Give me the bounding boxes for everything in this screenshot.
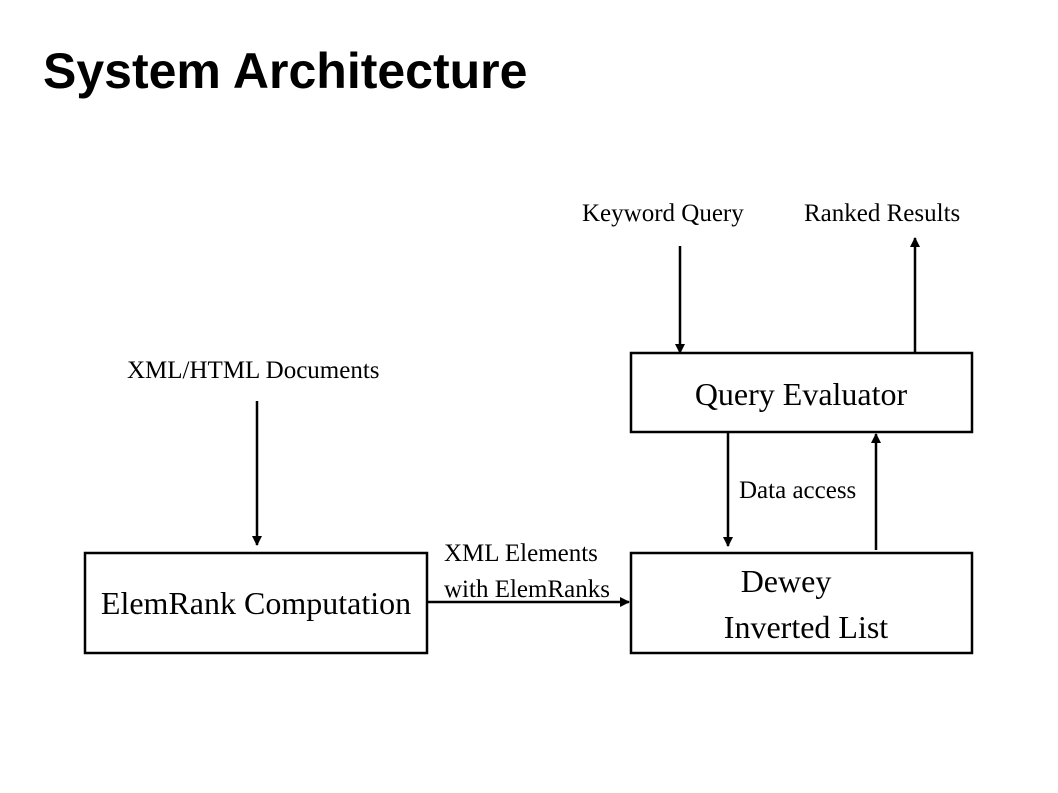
elemrank-computation-label: ElemRank Computation	[101, 585, 411, 621]
query-evaluator-box	[629, 351, 974, 434]
elements-label-line1: XML Elements	[444, 540, 598, 567]
documents-label: XML/HTML Documents	[127, 357, 380, 384]
elemrank-computation-node: ElemRank Computation	[83, 551, 429, 655]
inverted-list-node: Dewey Inverted List	[629, 551, 974, 655]
query-evaluator-node: Query Evaluator	[629, 351, 974, 434]
slide-title: System Architecture	[43, 43, 528, 99]
elemrank-computation-box	[83, 551, 429, 655]
query-evaluator-label: Query Evaluator	[695, 376, 908, 412]
ranked-results-label: Ranked Results	[804, 200, 960, 227]
inverted-list-box	[629, 551, 974, 655]
elements-label-line2: with ElemRanks	[444, 576, 610, 603]
inverted-list-label-line1: Dewey	[741, 563, 832, 599]
inverted-list-label-line2: Inverted List	[724, 609, 889, 645]
keyword-query-label: Keyword Query	[582, 200, 744, 227]
data-access-label: Data access	[739, 477, 856, 504]
